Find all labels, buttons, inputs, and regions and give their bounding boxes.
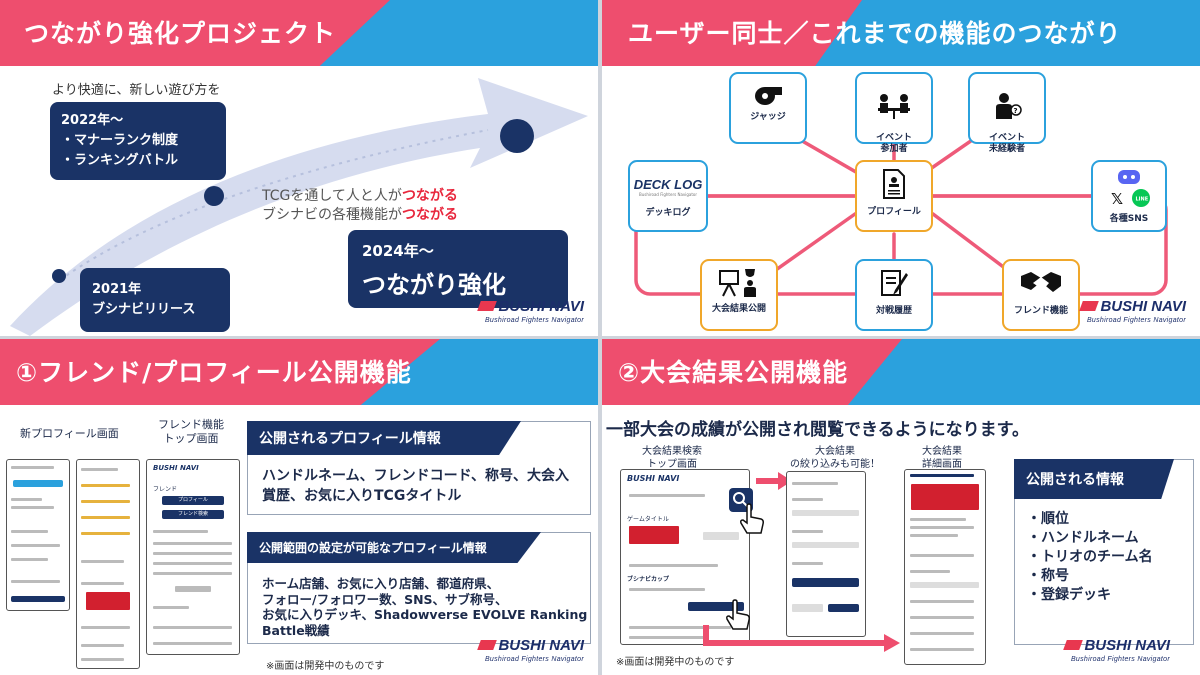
node-judge[interactable]: ジャッジ — [729, 72, 807, 144]
list-item: ・登録デッキ — [1027, 587, 1111, 603]
flow-arrows — [703, 472, 900, 652]
sns-icons: 𝕏 LINE — [1111, 170, 1150, 208]
growth-arrow-graphic — [10, 78, 588, 336]
node-event-newcomer[interactable]: ? イベント 未経験者 — [968, 72, 1046, 154]
whistle-icon — [755, 87, 782, 105]
lead-text: 一部大会の成績が公開され閲覧できるようになります。 — [606, 420, 1029, 440]
public-profile-info-panel: 公開されるプロフィール情報 ハンドルネーム、フレンドコード、称号、大会入 賞歴、… — [247, 421, 591, 515]
milestone-2022: 2022年～・マナーランク制度・ランキングバトル — [50, 102, 226, 180]
panel-title: ②大会結果公開機能 — [618, 358, 849, 387]
screenshot-results-detail — [904, 469, 986, 665]
screenshot-friend-top: BUSHI NAVI フレンド プロフィール フレンド検索 — [146, 459, 240, 655]
screenshot-profile-1 — [6, 459, 70, 611]
configurable-profile-info-body: ホーム店舗、お気に入り店舗、都道府県、 フォロー/フォロワー数、SNS、サブ称号… — [262, 576, 588, 638]
panel-tournament-results: ②大会結果公開機能 一部大会の成績が公開され閲覧できるようになります。 大会結果… — [602, 339, 1200, 675]
configurable-profile-info-panel: 公開範囲の設定が可能なプロフィール情報 ホーム店舗、お気に入り店舗、都道府県、 … — [247, 532, 591, 644]
public-profile-info-header: 公開されるプロフィール情報 — [247, 421, 521, 455]
panel-title: つながり強化プロジェクト — [24, 19, 337, 48]
screenshot-results-search: BUSHI NAVI ゲームタイトル ブシナビカップ — [620, 469, 750, 645]
node-profile[interactable]: プロフィール — [855, 160, 933, 232]
screenshot-profile-2 — [76, 459, 140, 669]
meeting-table-icon — [878, 94, 910, 119]
node-decklog[interactable]: DECK LOG Bushiroad Fighters Navigator デッ… — [628, 160, 708, 232]
panel-connection-project: つながり強化プロジェクト より快適に、新しい遊び方を 2022年～・マナーランク… — [0, 0, 598, 336]
public-info-header: 公開される情報 — [1014, 459, 1174, 499]
node-tournament-results[interactable]: 大会結果公開 — [700, 259, 778, 331]
configurable-profile-info-header: 公開範囲の設定が可能なプロフィール情報 — [247, 532, 541, 563]
panel-title: ①フレンド/プロフィール公開機能 — [16, 358, 412, 387]
node-friend[interactable]: フレンド機能 — [1002, 259, 1080, 331]
milestone-2024: 2024年～ つながり強化 — [348, 230, 568, 308]
screenshot-results-filter — [786, 471, 866, 637]
panel-friend-profile: ①フレンド/プロフィール公開機能 新プロフィール画面 フレンド機能 トップ画面 … — [0, 339, 598, 675]
person-question-icon: ? — [996, 93, 1022, 119]
label-search-top: 大会結果検索 トップ画面 — [642, 446, 702, 470]
public-info-panel: 公開される情報 ・順位・ハンドルネーム・トリオのチーム名・称号・登録デッキ — [1014, 459, 1194, 645]
title-bar: ユーザー同士／これまでの機能のつながり — [602, 0, 1200, 66]
label-new-profile: 新プロフィール画面 — [20, 427, 119, 440]
mini-profile-button[interactable]: プロフィール — [161, 496, 225, 505]
public-profile-info-body: ハンドルネーム、フレンドコード、称号、大会入 賞歴、お気に入りTCGタイトル — [262, 468, 570, 504]
timeline-dot-2024 — [500, 119, 534, 153]
node-event-attendee[interactable]: イベント 参加者 — [855, 72, 933, 154]
title-bar: つながり強化プロジェクト — [0, 0, 598, 66]
list-item: ・称号 — [1027, 568, 1069, 584]
tap-hand-icon-2 — [726, 599, 750, 630]
label-filter: 大会結果 の絞り込みも可能！ — [790, 446, 880, 470]
tagline: より快適に、新しい遊び方を — [52, 83, 221, 98]
title-bar: ①フレンド/プロフィール公開機能 — [0, 339, 598, 405]
public-info-list: ・順位・ハンドルネーム・トリオのチーム名・称号・登録デッキ — [1027, 510, 1153, 605]
decklog-logo: DECK LOG — [633, 177, 703, 192]
timeline-dot-2022 — [204, 186, 224, 206]
node-battle-history[interactable]: 対戦履歴 — [855, 259, 933, 331]
history-memo-icon — [881, 270, 908, 296]
trophy-presentation-icon — [719, 269, 756, 297]
list-item: ・順位 — [1027, 511, 1069, 527]
label-friend-top: フレンド機能 トップ画面 — [158, 418, 224, 445]
title-bar: ②大会結果公開機能 — [602, 339, 1200, 405]
milestone-2021: 2021年ブシナビリリース — [80, 268, 230, 332]
label-detail: 大会結果 詳細画面 — [922, 446, 962, 470]
profile-document-icon — [883, 169, 905, 199]
mini-friend-search-button[interactable]: フレンド検索 — [161, 510, 225, 519]
panel-title: ユーザー同士／これまでの機能のつながり — [628, 19, 1122, 48]
timeline-dot-2021 — [52, 269, 66, 283]
dev-note: ※画面は開発中のものです — [266, 661, 385, 672]
list-item: ・ハンドルネーム — [1027, 530, 1139, 546]
svg-text:?: ? — [1014, 107, 1018, 115]
list-item: ・トリオのチーム名 — [1027, 549, 1153, 565]
svg-text:𝕏: 𝕏 — [1111, 190, 1123, 208]
tap-hand-icon — [740, 503, 764, 534]
dev-note: ※画面は開発中のものです — [616, 657, 735, 668]
svg-text:LINE: LINE — [1136, 197, 1149, 203]
handshake-icon — [1021, 272, 1061, 292]
panel-feature-connections: ユーザー同士／これまでの機能のつながり ジャッジ イベント 参加者 ? イベント… — [602, 0, 1200, 336]
connection-caption: TCGを通して人と人がつながる ブシナビの各種機能がつながる — [262, 188, 458, 223]
